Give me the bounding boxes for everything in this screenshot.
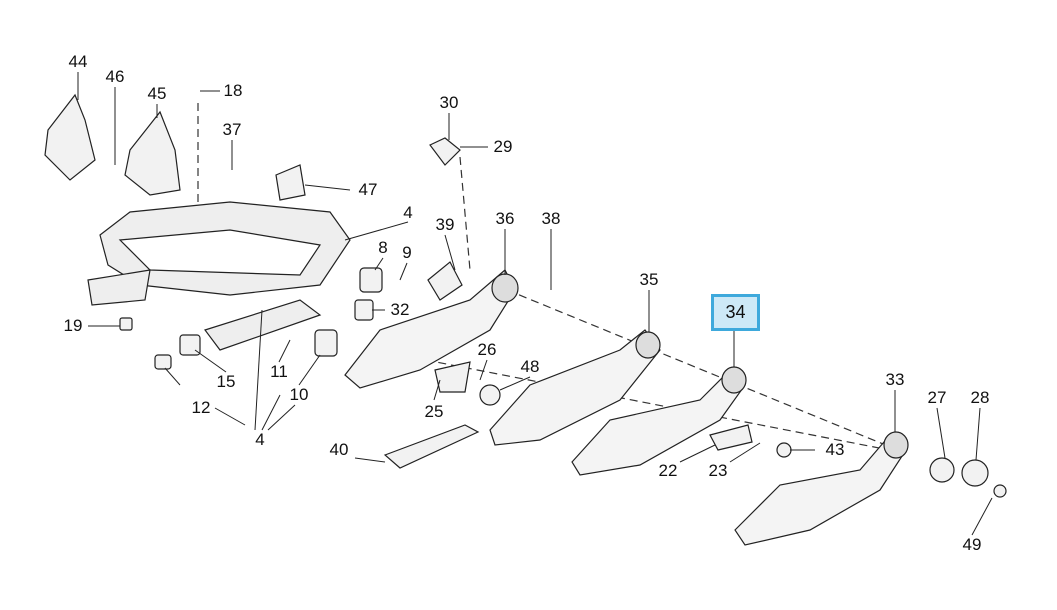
seat-frame bbox=[87, 201, 351, 351]
callout-26: 26 bbox=[477, 340, 497, 359]
callout-33: 33 bbox=[885, 370, 905, 389]
callout-23: 23 bbox=[708, 461, 728, 480]
callout-27: 27 bbox=[927, 388, 947, 407]
side-covers bbox=[344, 269, 909, 546]
callout-4-top: 4 bbox=[403, 203, 413, 222]
callout-11: 11 bbox=[270, 362, 288, 381]
callout-37: 37 bbox=[222, 120, 242, 139]
callout-46: 46 bbox=[105, 67, 125, 86]
callout-39: 39 bbox=[435, 215, 455, 234]
callout-49: 49 bbox=[962, 535, 982, 554]
small-parts bbox=[44, 93, 1007, 498]
callout-25: 25 bbox=[424, 402, 444, 421]
callout-15: 15 bbox=[216, 372, 236, 391]
callout-30: 30 bbox=[439, 93, 459, 112]
callout-40: 40 bbox=[329, 440, 349, 459]
callout-48: 48 bbox=[520, 357, 540, 376]
callout-18: 18 bbox=[223, 81, 243, 100]
callout-32: 32 bbox=[390, 300, 410, 319]
callout-47: 47 bbox=[358, 180, 378, 199]
callout-28: 28 bbox=[970, 388, 990, 407]
leader-lines bbox=[77, 72, 993, 536]
callout-45: 45 bbox=[147, 84, 167, 103]
callout-4-bottom: 4 bbox=[255, 430, 265, 449]
callout-8: 8 bbox=[378, 238, 388, 257]
callout-12: 12 bbox=[191, 398, 211, 417]
callout-38: 38 bbox=[541, 209, 561, 228]
callout-19: 19 bbox=[63, 316, 83, 335]
callout-43: 43 bbox=[825, 440, 845, 459]
callout-35: 35 bbox=[639, 270, 659, 289]
callout-10: 10 bbox=[289, 385, 309, 404]
callout-34-highlighted[interactable]: 34 bbox=[711, 294, 760, 331]
callout-44: 44 bbox=[68, 52, 88, 71]
callout-22: 22 bbox=[658, 461, 678, 480]
callout-9: 9 bbox=[402, 243, 412, 262]
callout-36: 36 bbox=[495, 209, 515, 228]
axis-lines bbox=[197, 103, 906, 454]
callout-29: 29 bbox=[493, 137, 513, 156]
